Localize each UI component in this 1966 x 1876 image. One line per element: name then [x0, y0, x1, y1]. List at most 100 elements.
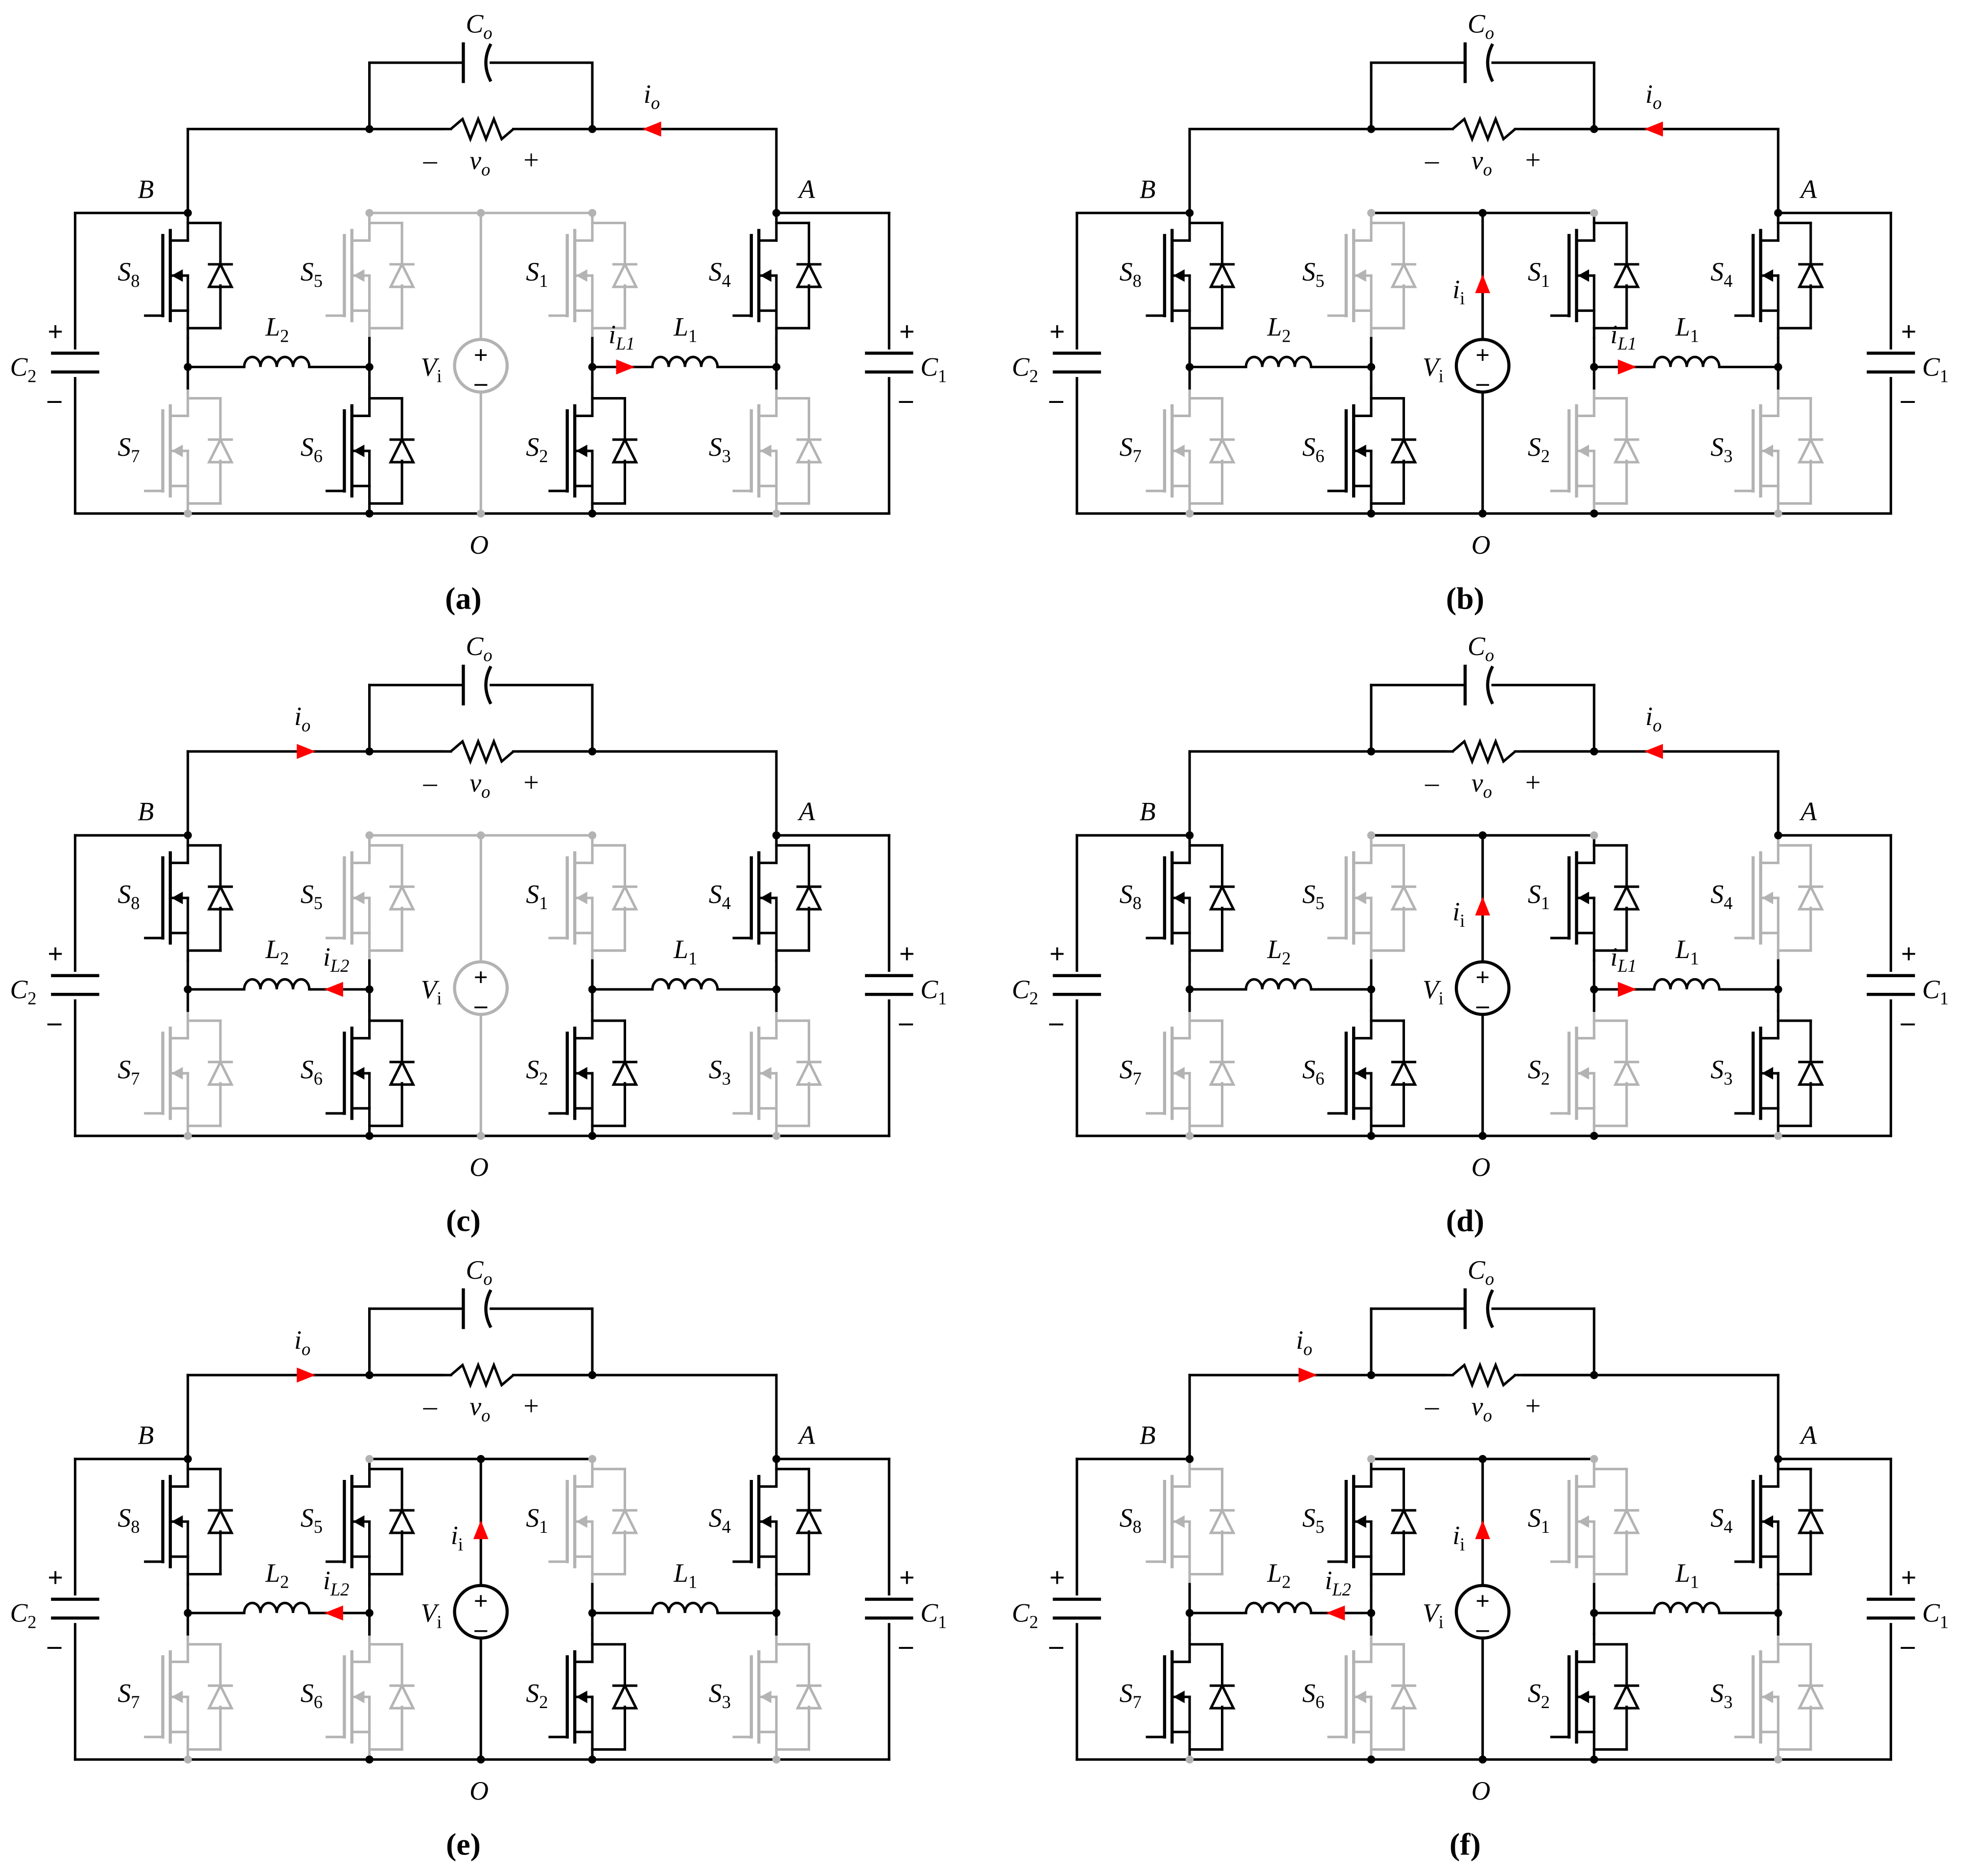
- label-l2-symbol: L: [265, 1558, 280, 1588]
- label-s8: S8: [117, 1503, 140, 1537]
- label-s6: S6: [1302, 432, 1324, 466]
- label-co-symbol: C: [466, 632, 484, 661]
- label-s5: S5: [301, 879, 323, 913]
- switch-s1-body-arrow: [576, 891, 587, 904]
- label-s7-subscript: 7: [1133, 446, 1142, 466]
- junction-dot: [772, 509, 781, 518]
- label-co: Co: [1468, 9, 1494, 43]
- junction-dot: [365, 1609, 374, 1617]
- label-l2-symbol: L: [1267, 1558, 1282, 1588]
- label-s6-subscript: 6: [1315, 1692, 1324, 1712]
- label-s8: S8: [1120, 257, 1142, 291]
- label-l1-symbol: L: [673, 935, 688, 964]
- switch-s7-body-arrow: [171, 1067, 183, 1080]
- label-s1: S1: [1528, 257, 1550, 291]
- label-s6: S6: [1302, 1055, 1324, 1089]
- junction-dot: [1185, 1609, 1194, 1617]
- switch-s3-body-arrow: [760, 445, 772, 457]
- switch-s6-diode: [388, 1683, 416, 1710]
- current-arrow-right: [1617, 982, 1637, 997]
- label-vi: Vi: [1423, 1598, 1444, 1632]
- label-node-o: O: [1472, 1776, 1491, 1806]
- label-co-subscript: o: [1485, 645, 1494, 665]
- label-s2-symbol: S: [1528, 1055, 1541, 1084]
- switch-s8-body-arrow: [171, 269, 183, 282]
- label-vo-minus: –: [423, 768, 438, 798]
- label-s8-symbol: S: [1120, 1503, 1133, 1532]
- label-c1-symbol: C: [1922, 975, 1940, 1004]
- label-s2-subscript: 2: [1541, 1068, 1550, 1088]
- label-ii: ii: [451, 1521, 463, 1554]
- label-s7: S7: [117, 1678, 140, 1712]
- switch-s8-body-arrow: [1173, 1515, 1185, 1528]
- junction-dot: [1590, 1755, 1598, 1764]
- label-c1-subscript: 1: [1940, 988, 1948, 1008]
- switch-s3: [1734, 387, 1824, 515]
- label-vi-subscript: i: [437, 366, 442, 386]
- label-vo-symbol: v: [469, 768, 481, 797]
- switch-s4-diode: [1797, 1507, 1824, 1534]
- label-s7: S7: [1120, 432, 1142, 466]
- label-l2: L2: [1267, 1558, 1291, 1592]
- switch-s1: [548, 1457, 638, 1586]
- switch-s3-body-arrow: [760, 1690, 772, 1703]
- label-node-a: A: [797, 797, 815, 826]
- junction-dot: [1590, 985, 1598, 994]
- label-s7-symbol: S: [117, 1678, 131, 1708]
- label-c2-subscript: 2: [1030, 1612, 1038, 1632]
- label-s5: S5: [1302, 1503, 1324, 1537]
- junction-dot: [184, 1132, 192, 1140]
- label-io-subscript: o: [651, 93, 660, 113]
- label-vo: vo: [469, 145, 490, 179]
- label-il1-symbol: i: [1611, 942, 1618, 971]
- label-il1-symbol: i: [609, 320, 616, 349]
- label-il2-symbol: i: [323, 1566, 330, 1595]
- output-capacitor-curved-plate: [1486, 43, 1494, 82]
- label-c2-minus: –: [1049, 1007, 1064, 1037]
- input-voltage-source: [453, 960, 509, 1016]
- switch-s4-diode: [796, 884, 822, 911]
- junction-dot: [184, 509, 192, 518]
- junction-dot: [477, 1132, 485, 1140]
- junction-dot: [365, 1755, 374, 1764]
- label-vo-minus: –: [423, 1391, 438, 1422]
- label-l2: L2: [1267, 312, 1291, 346]
- switch-s7: [1146, 387, 1236, 515]
- label-node-a: A: [797, 1420, 815, 1450]
- switch-s3-body-arrow: [760, 1067, 772, 1080]
- label-l1: L1: [673, 1558, 697, 1592]
- label-s4-symbol: S: [1710, 1503, 1724, 1532]
- input-voltage-source: [453, 1584, 509, 1640]
- label-s5-symbol: S: [301, 1503, 314, 1532]
- switch-s5-body-arrow: [1355, 1515, 1366, 1528]
- panel-caption: (c): [446, 1203, 481, 1238]
- label-vi-symbol: V: [1423, 1598, 1441, 1628]
- switch-s3: [1734, 1009, 1824, 1137]
- switch-s3-body-arrow: [1762, 1067, 1774, 1080]
- junction-dot: [477, 1755, 485, 1764]
- switch-s4: [732, 834, 822, 962]
- switch-s4-body-arrow: [760, 1515, 772, 1528]
- label-l1-symbol: L: [673, 312, 688, 342]
- switch-s6: [1327, 387, 1417, 515]
- label-vo-symbol: v: [1472, 145, 1483, 175]
- label-c1-subscript: 1: [938, 1612, 947, 1632]
- switch-s5-diode: [1390, 884, 1417, 911]
- label-vo-plus: +: [523, 145, 539, 175]
- label-c2: C2: [1012, 352, 1038, 386]
- label-c2-minus: –: [47, 1007, 62, 1037]
- label-node-b: B: [1140, 797, 1156, 826]
- switch-s4-body-arrow: [760, 891, 772, 904]
- label-co: Co: [1468, 632, 1494, 665]
- label-c1: C1: [920, 975, 947, 1008]
- switch-s1-diode: [611, 1507, 638, 1534]
- switch-s7-diode: [1209, 1059, 1236, 1086]
- label-io-symbol: i: [294, 702, 302, 731]
- switch-s3: [732, 387, 822, 515]
- switch-s2-diode: [1613, 1683, 1640, 1710]
- label-co-subscript: o: [483, 645, 492, 665]
- label-io-symbol: i: [644, 79, 651, 109]
- junction-dot: [1367, 985, 1376, 994]
- switch-s6: [1327, 1633, 1417, 1761]
